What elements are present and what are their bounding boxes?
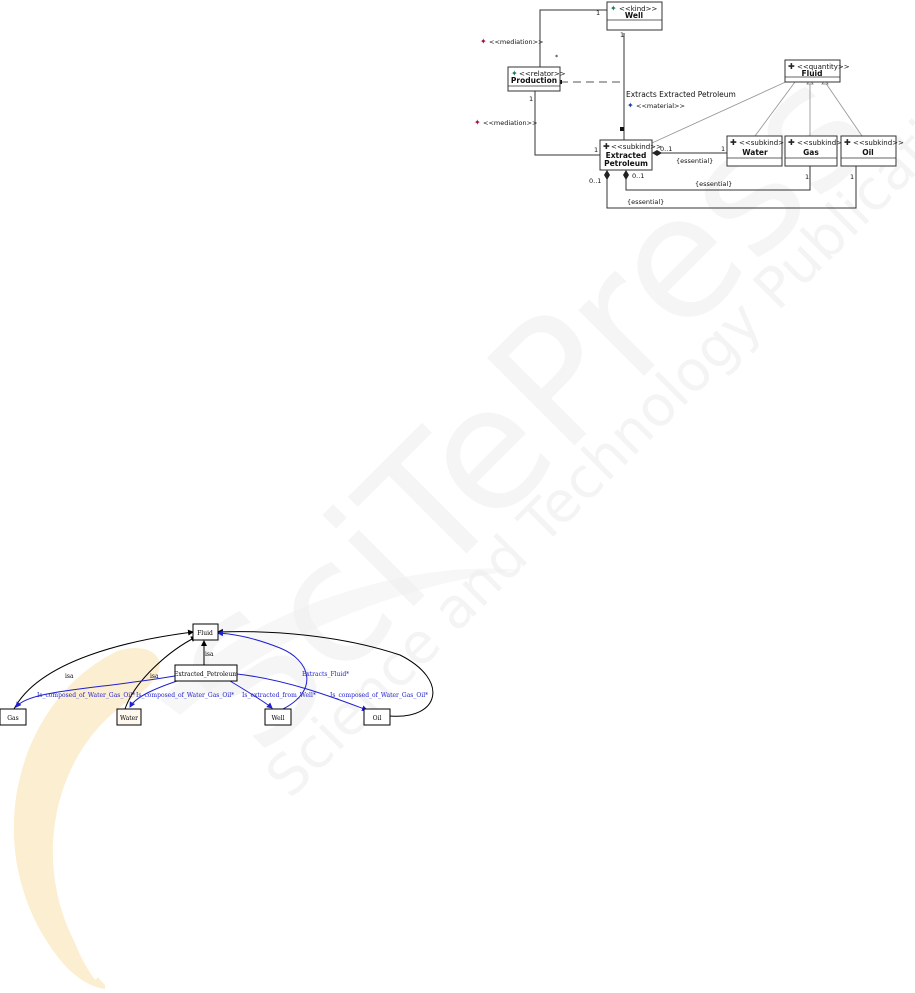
label-isa-water: isa [150, 673, 159, 680]
water-stereotype: <<subkind>> [739, 139, 790, 147]
mult-oil-below: 1 [850, 173, 854, 181]
node-well: Well [264, 708, 292, 726]
edge-oil-fluid [824, 81, 863, 137]
oil-name: Oil [862, 148, 874, 157]
production-stereotype: <<relator>> [519, 70, 566, 78]
class-production: ✦ <<relator>> Production [507, 66, 566, 92]
edge-production-extracted [534, 90, 600, 156]
mediation-label-top: <<mediation>> [489, 38, 543, 46]
label-composed-oil: Is_composed_of_Water_Gas_Oil* [330, 692, 428, 699]
mult-water-left: 1 [721, 145, 725, 153]
mult-production-below: 1 [529, 95, 533, 103]
graph-diagram: Fluid Extracted_Petroleum Gas Water Well… [0, 623, 434, 726]
class-extracted-petroleum: ✚ <<subkind>> Extracted Petroleum [599, 139, 662, 171]
node-extracted-label: Extracted_Petroleum [174, 671, 238, 678]
watermark: SciTePress Science and Technology Public… [13, 30, 915, 989]
label-extracted-from-well: Is_extracted_from_Well* [242, 692, 316, 699]
essential-label-water: {essential} [676, 157, 713, 165]
mult-extracted-left: 1 [594, 146, 598, 154]
class-fluid: ✚ <<quantity>> Fluid [784, 59, 850, 83]
relator-icon: ✦ [511, 69, 518, 78]
watermark-swirl-left [13, 648, 160, 989]
fluid-name: Fluid [802, 69, 823, 78]
label-isa-gas: isa [65, 673, 74, 680]
edge-oil-isa-fluid [217, 628, 434, 717]
edge-composed-water [129, 679, 181, 708]
subkind-icon: ✚ [730, 138, 737, 147]
oil-stereotype: <<subkind>> [853, 139, 904, 147]
node-extracted-petroleum: Extracted_Petroleum [174, 664, 238, 682]
quantity-icon: ✚ [788, 62, 795, 71]
node-water-label: Water [120, 715, 138, 722]
extracted-name-line1: Extracted [606, 151, 647, 160]
class-oil: ✚ <<subkind>> Oil [840, 135, 904, 167]
node-oil-label: Oil [373, 715, 382, 722]
essential-label-gas: {essential} [695, 180, 732, 188]
edge-composed-oil [236, 673, 368, 712]
mediation-icon: ✦ [474, 118, 481, 127]
label-composed-water: Is_composed_of_Water_Gas_Oil* [136, 692, 234, 699]
edge-composed-gas [15, 675, 176, 708]
material-label: <<material>> [636, 102, 685, 110]
conn-square-extracted [620, 127, 624, 131]
subkind-icon: ✚ [788, 138, 795, 147]
class-well: ✦ <<kind>> Well [606, 1, 663, 31]
edge-extracts-fluid [217, 630, 308, 710]
class-gas: ✚ <<subkind>> Gas [784, 135, 848, 167]
mult-extracted-bottom-left: 0..1 [589, 177, 601, 185]
node-well-label: Well [271, 715, 284, 722]
uml-diagram: ✦ <<kind>> Well ✦ <<relator>> Production… [474, 1, 904, 209]
mult-well-left: 1 [596, 9, 600, 17]
watermark-swirl-arc [160, 568, 520, 715]
mult-extracted-bottom-right: 0..1 [632, 172, 644, 180]
subkind-icon: ✚ [844, 138, 851, 147]
extracts-label: Extracts Extracted Petroleum [626, 90, 736, 99]
essential-label-oil: {essential} [627, 198, 664, 206]
edge-extracted-fluid [651, 79, 791, 144]
watermark-swirl-inner [62, 712, 140, 980]
diamond-water [652, 150, 662, 156]
node-oil: Oil [363, 708, 391, 726]
edge-extracted-oil [606, 166, 857, 209]
node-fluid: Fluid [192, 623, 219, 641]
gas-stereotype: <<subkind>> [797, 139, 848, 147]
mediation-label-bottom: <<mediation>> [483, 119, 537, 127]
kind-icon: ✦ [610, 4, 617, 13]
edge-extracted-from-well [229, 680, 273, 709]
edge-gas-isa-fluid [13, 629, 194, 710]
label-composed-gas: Is_composed_of_Water_Gas_Oil* [37, 692, 135, 699]
water-name: Water [742, 148, 768, 157]
label-isa-extracted: isa [205, 651, 214, 658]
mult-production-dash: * [555, 53, 559, 61]
edge-water-isa-fluid [124, 636, 197, 710]
mult-extracted-right: 0..1 [660, 145, 672, 153]
node-fluid-label: Fluid [197, 630, 213, 637]
mediation-icon: ✦ [480, 37, 487, 46]
diamond-oil [604, 170, 610, 180]
node-water: Water [116, 708, 142, 726]
production-name: Production [511, 76, 557, 85]
node-gas-label: Gas [7, 715, 18, 722]
subkind-icon: ✚ [603, 142, 610, 151]
node-gas: Gas [0, 708, 27, 726]
diamond-gas [623, 170, 629, 180]
fluid-stereotype: <<quantity>> [797, 63, 850, 71]
extracted-name-line2: Petroleum [604, 159, 648, 168]
label-extracts-fluid: Extracts_Fluid* [302, 671, 349, 678]
edge-water-fluid [754, 81, 796, 137]
gas-name: Gas [803, 148, 819, 157]
well-name: Well [625, 11, 643, 20]
material-icon: ✦ [627, 101, 634, 110]
class-water: ✚ <<subkind>> Water [726, 135, 790, 167]
mult-gas-below: 1 [805, 173, 809, 181]
well-stereotype: <<kind>> [619, 5, 657, 13]
mult-well-below: 1 [620, 31, 624, 39]
extracted-stereotype: <<subkind>> [611, 143, 662, 151]
